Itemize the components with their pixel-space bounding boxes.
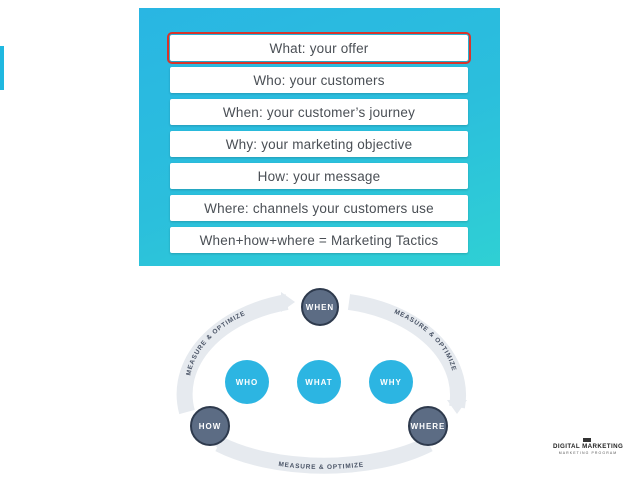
ring-segment-top-left <box>176 294 289 415</box>
cycle-svg: MEASURE & OPTIMIZE MEASURE & OPTIMIZE ME… <box>176 288 467 474</box>
list-item-what: What: your offer <box>167 32 471 64</box>
arc-label-bottom: MEASURE & OPTIMIZE <box>278 461 364 471</box>
list-item-how: How: your message <box>170 163 468 189</box>
left-accent-bar <box>0 46 4 90</box>
list-item-tactics: When+how+where = Marketing Tactics <box>170 227 468 253</box>
node-when-label: WHEN <box>306 303 334 312</box>
node-when: WHEN <box>301 288 339 326</box>
ring-segment-top-right <box>347 294 467 409</box>
node-where: WHERE <box>408 406 448 446</box>
list-item-why: Why: your marketing objective <box>170 131 468 157</box>
node-why: WHY <box>369 360 413 404</box>
marketing-cycle-diagram: MEASURE & OPTIMIZE MEASURE & OPTIMIZE ME… <box>139 272 500 490</box>
ring-arrow-right <box>281 292 295 312</box>
node-who-label: WHO <box>236 378 259 387</box>
node-what: WHAT <box>297 360 341 404</box>
node-where-label: WHERE <box>411 422 446 431</box>
brand-name: DIGITAL MARKETING <box>553 443 624 450</box>
brand-logo: DIGITAL MARKETING MARKETING PROGRAM <box>553 438 623 458</box>
brand-mark-icon <box>583 438 591 442</box>
ring-arrow-down <box>447 400 467 414</box>
node-why-label: WHY <box>380 378 402 387</box>
marketing-questions-panel: What: your offer Who: your customers Whe… <box>139 8 500 266</box>
node-who: WHO <box>225 360 269 404</box>
ring-segment-bottom <box>215 436 433 474</box>
node-how: HOW <box>190 406 230 446</box>
list-item-where: Where: channels your customers use <box>170 195 468 221</box>
list-item-who: Who: your customers <box>170 67 468 93</box>
node-what-label: WHAT <box>305 378 332 387</box>
brand-tagline: MARKETING PROGRAM <box>558 451 618 455</box>
list-item-when: When: your customer’s journey <box>170 99 468 125</box>
node-how-label: HOW <box>199 422 222 431</box>
svg-text:MEASURE & OPTIMIZE: MEASURE & OPTIMIZE <box>278 461 364 471</box>
